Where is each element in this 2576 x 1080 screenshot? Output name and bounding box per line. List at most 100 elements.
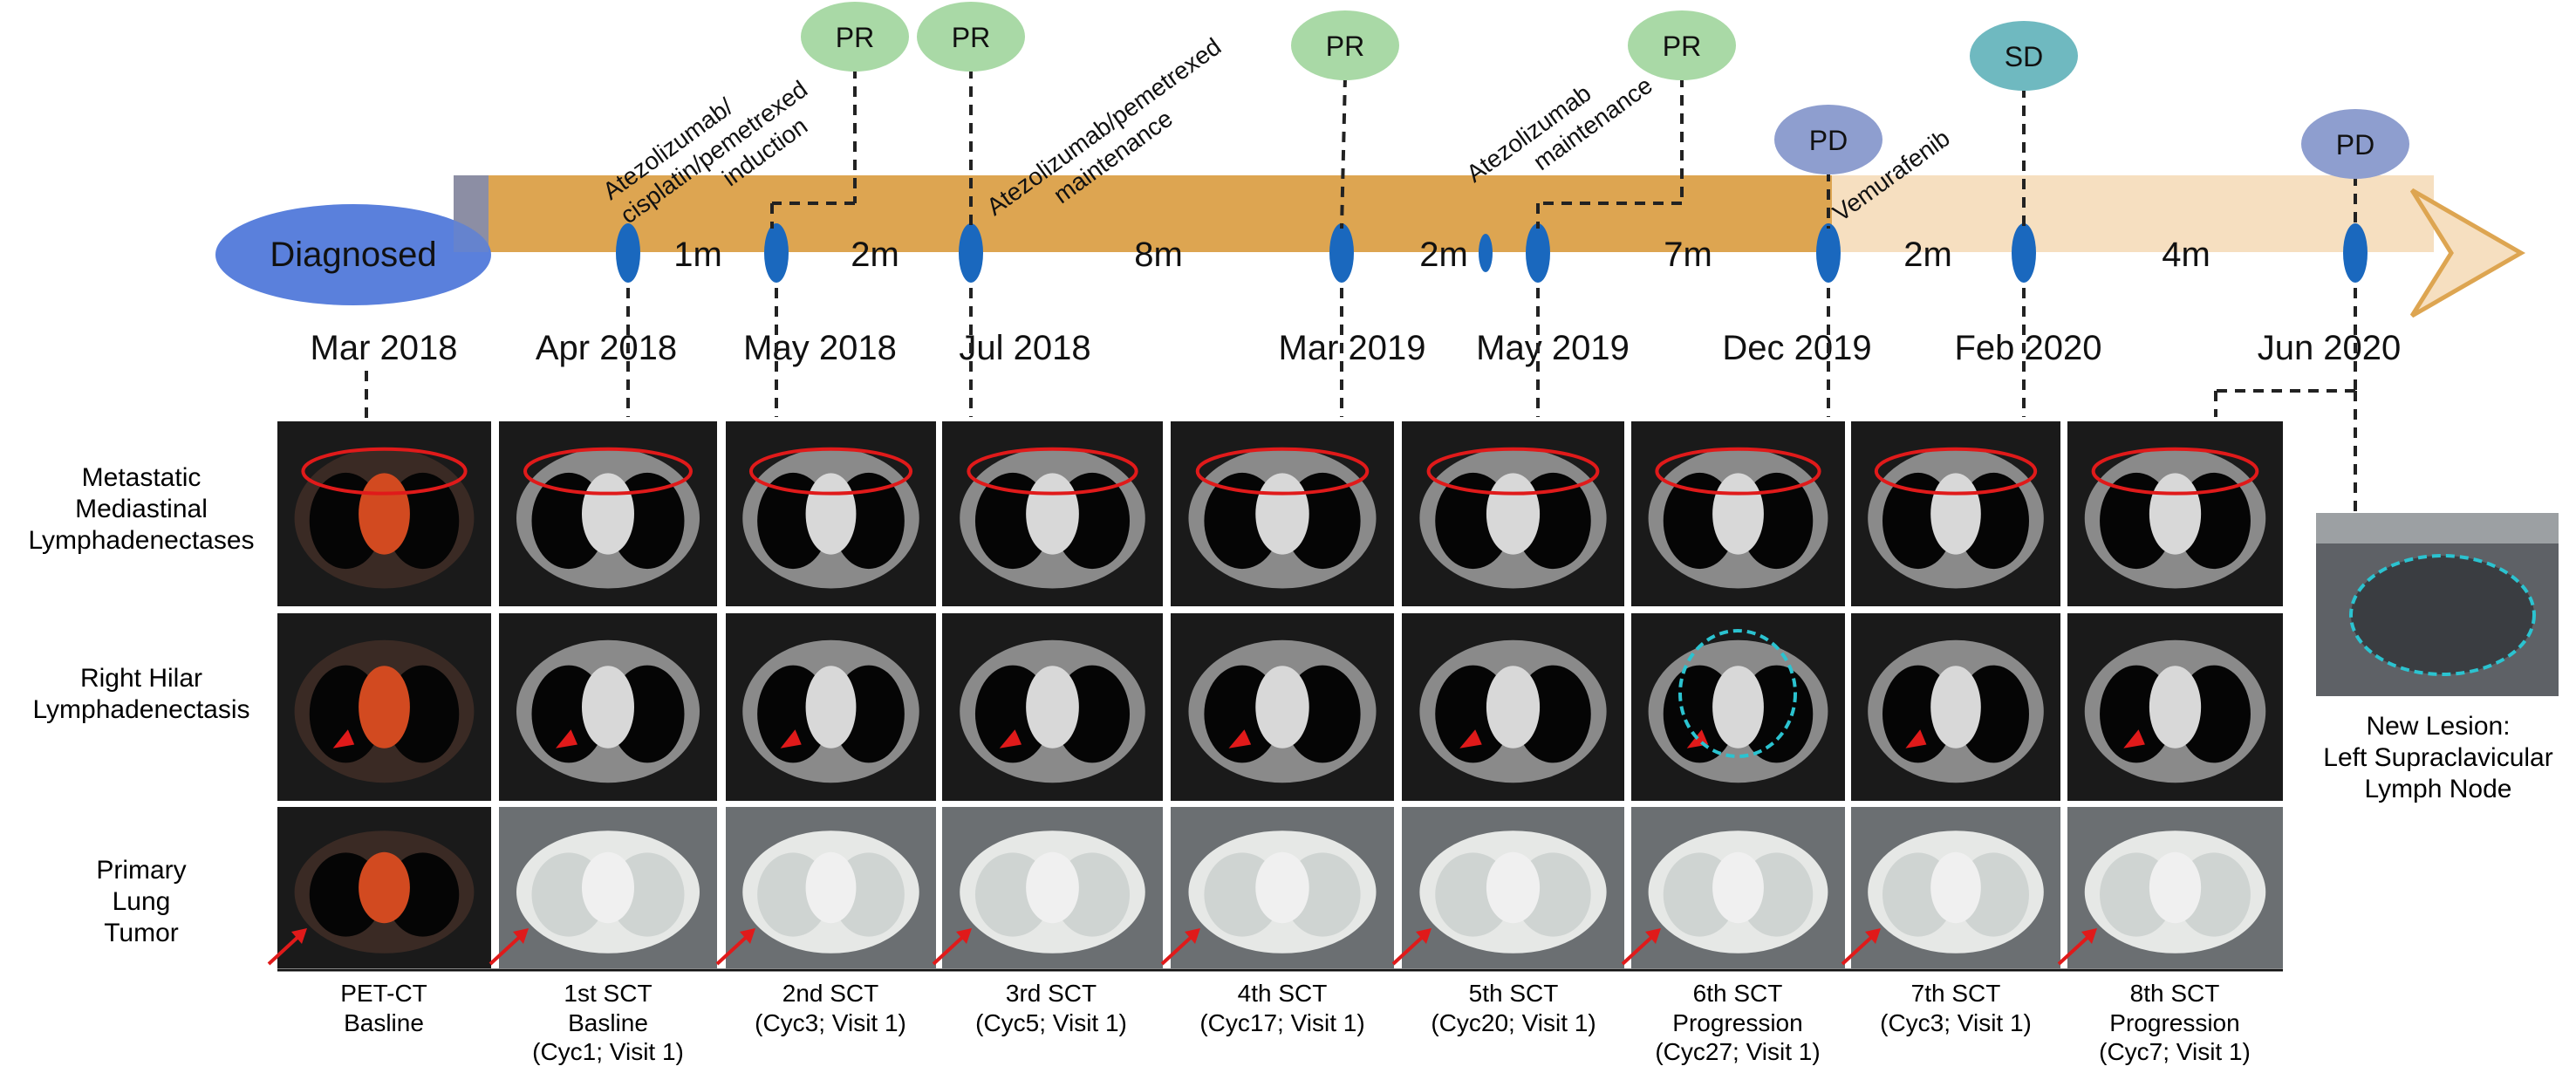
ultrasound-band [2316, 513, 2559, 543]
date-label: May 2018 [743, 329, 897, 367]
lesion-arrowhead [556, 729, 577, 748]
response-bubble-pr [917, 2, 1025, 72]
scan-mediastinum [1486, 473, 1541, 555]
scan-mediastinum [1255, 666, 1309, 748]
new-lesion-circle [2349, 554, 2536, 676]
scan-mediastinum [2149, 851, 2202, 924]
interval-label: 2m [1903, 236, 1952, 274]
scan-mediastinum [582, 666, 634, 748]
tumor-arrow [1391, 932, 1428, 966]
timeline-bar [454, 175, 1832, 252]
scan-mediastinum [1486, 851, 1541, 924]
date-label: Jul 2018 [959, 329, 1090, 367]
timeline-node [959, 223, 983, 283]
response-bubble-pd [1774, 105, 1882, 174]
diagnosed-ellipse [215, 204, 491, 305]
tumor-arrow [2057, 932, 2094, 966]
tumor-arrowhead [956, 928, 972, 944]
scan-mediastinum [1026, 473, 1079, 555]
date-label: Jun 2020 [2258, 329, 2402, 367]
response-label: PR [952, 22, 990, 53]
response-bubble-pr [801, 2, 909, 72]
interval-label: 1m [673, 236, 722, 274]
timeline-node [2012, 223, 2036, 283]
diagnosed-label: Diagnosed [270, 236, 436, 274]
lesion-ellipse [1195, 447, 1370, 496]
scan-mediastinum [1712, 666, 1764, 748]
timeline-arrowhead [2409, 188, 2526, 318]
scan-mediastinum [1930, 666, 1981, 748]
timeline-node [1329, 223, 1354, 283]
scan-mediastinum [359, 666, 410, 748]
lesion-ellipse [301, 447, 468, 496]
lesion-arrowhead [332, 729, 355, 748]
date-label: Feb 2020 [1954, 329, 2101, 367]
progression-circle [1678, 629, 1797, 758]
tumor-arrow [1160, 932, 1197, 966]
tumor-arrow [1621, 932, 1657, 966]
scan-mediastinum [582, 473, 634, 555]
tumor-arrowhead [1645, 928, 1661, 944]
scan-mediastinum [2149, 473, 2202, 555]
tumor-arrowhead [740, 928, 755, 944]
ultrasound-node [2351, 556, 2534, 674]
scan-mediastinum [805, 851, 857, 924]
response-bubble-pd [2301, 109, 2409, 179]
lesion-arrowhead [2123, 729, 2145, 748]
lesion-arrowhead [1228, 729, 1252, 748]
date-label: May 2019 [1476, 329, 1630, 367]
scan-mediastinum [1026, 851, 1079, 924]
date-label: Dec 2019 [1722, 329, 1871, 367]
response-bubble-pr [1291, 10, 1399, 80]
response-label: SD [2005, 41, 2043, 72]
date-label: Mar 2019 [1279, 329, 1426, 367]
tumor-arrow [932, 932, 968, 966]
scan-mediastinum [582, 851, 634, 924]
lesion-ellipse [1874, 447, 2038, 496]
tumor-arrow [267, 932, 304, 966]
scan-mediastinum [359, 473, 410, 555]
tumor-arrow [489, 932, 525, 966]
timeline-node [2343, 223, 2368, 283]
scan-mediastinum [1486, 666, 1541, 748]
scan-mediastinum [1930, 473, 1981, 555]
lesion-arrowhead [999, 729, 1022, 748]
tumor-arrowhead [2081, 928, 2097, 944]
response-label: PR [836, 22, 874, 53]
lesion-ellipse [1655, 447, 1821, 496]
response-bubble-pr [1628, 10, 1736, 80]
timeline-node [616, 223, 640, 283]
response-label: PD [1809, 125, 1848, 156]
interval-label: 2m [1419, 236, 1468, 274]
scan-mediastinum [1712, 473, 1764, 555]
tumor-arrow [1841, 932, 1877, 966]
scan-mediastinum [1712, 851, 1764, 924]
response-label: PR [1663, 31, 1701, 62]
lesion-arrowhead [1905, 729, 1927, 748]
interval-label: 2m [851, 236, 899, 274]
timeline-node-small [1479, 234, 1493, 272]
scan-mediastinum [359, 851, 410, 924]
diagnosed-overlap [454, 175, 489, 252]
scan-mediastinum [1930, 851, 1981, 924]
tumor-arrowhead [1865, 928, 1881, 944]
scan-mediastinum [2149, 666, 2202, 748]
lesion-ellipse [1426, 447, 1600, 496]
tumor-arrowhead [1185, 928, 1200, 944]
tumor-arrowhead [291, 928, 307, 944]
response-connector [1340, 76, 1347, 229]
scan-mediastinum [805, 473, 857, 555]
lesion-ellipse [967, 447, 1138, 496]
scan-mediastinum [805, 666, 857, 748]
date-label: Apr 2018 [536, 329, 677, 367]
tumor-arrowhead [513, 928, 529, 944]
interval-label: 8m [1134, 236, 1183, 274]
scan-mediastinum [1255, 473, 1309, 555]
scan-mediastinum [1255, 851, 1309, 924]
response-label: PR [1326, 31, 1364, 62]
timeline-node [1816, 223, 1841, 283]
timeline-bar-light [1832, 175, 2434, 252]
lesion-ellipse [748, 447, 913, 496]
tumor-arrowhead [1416, 928, 1431, 944]
